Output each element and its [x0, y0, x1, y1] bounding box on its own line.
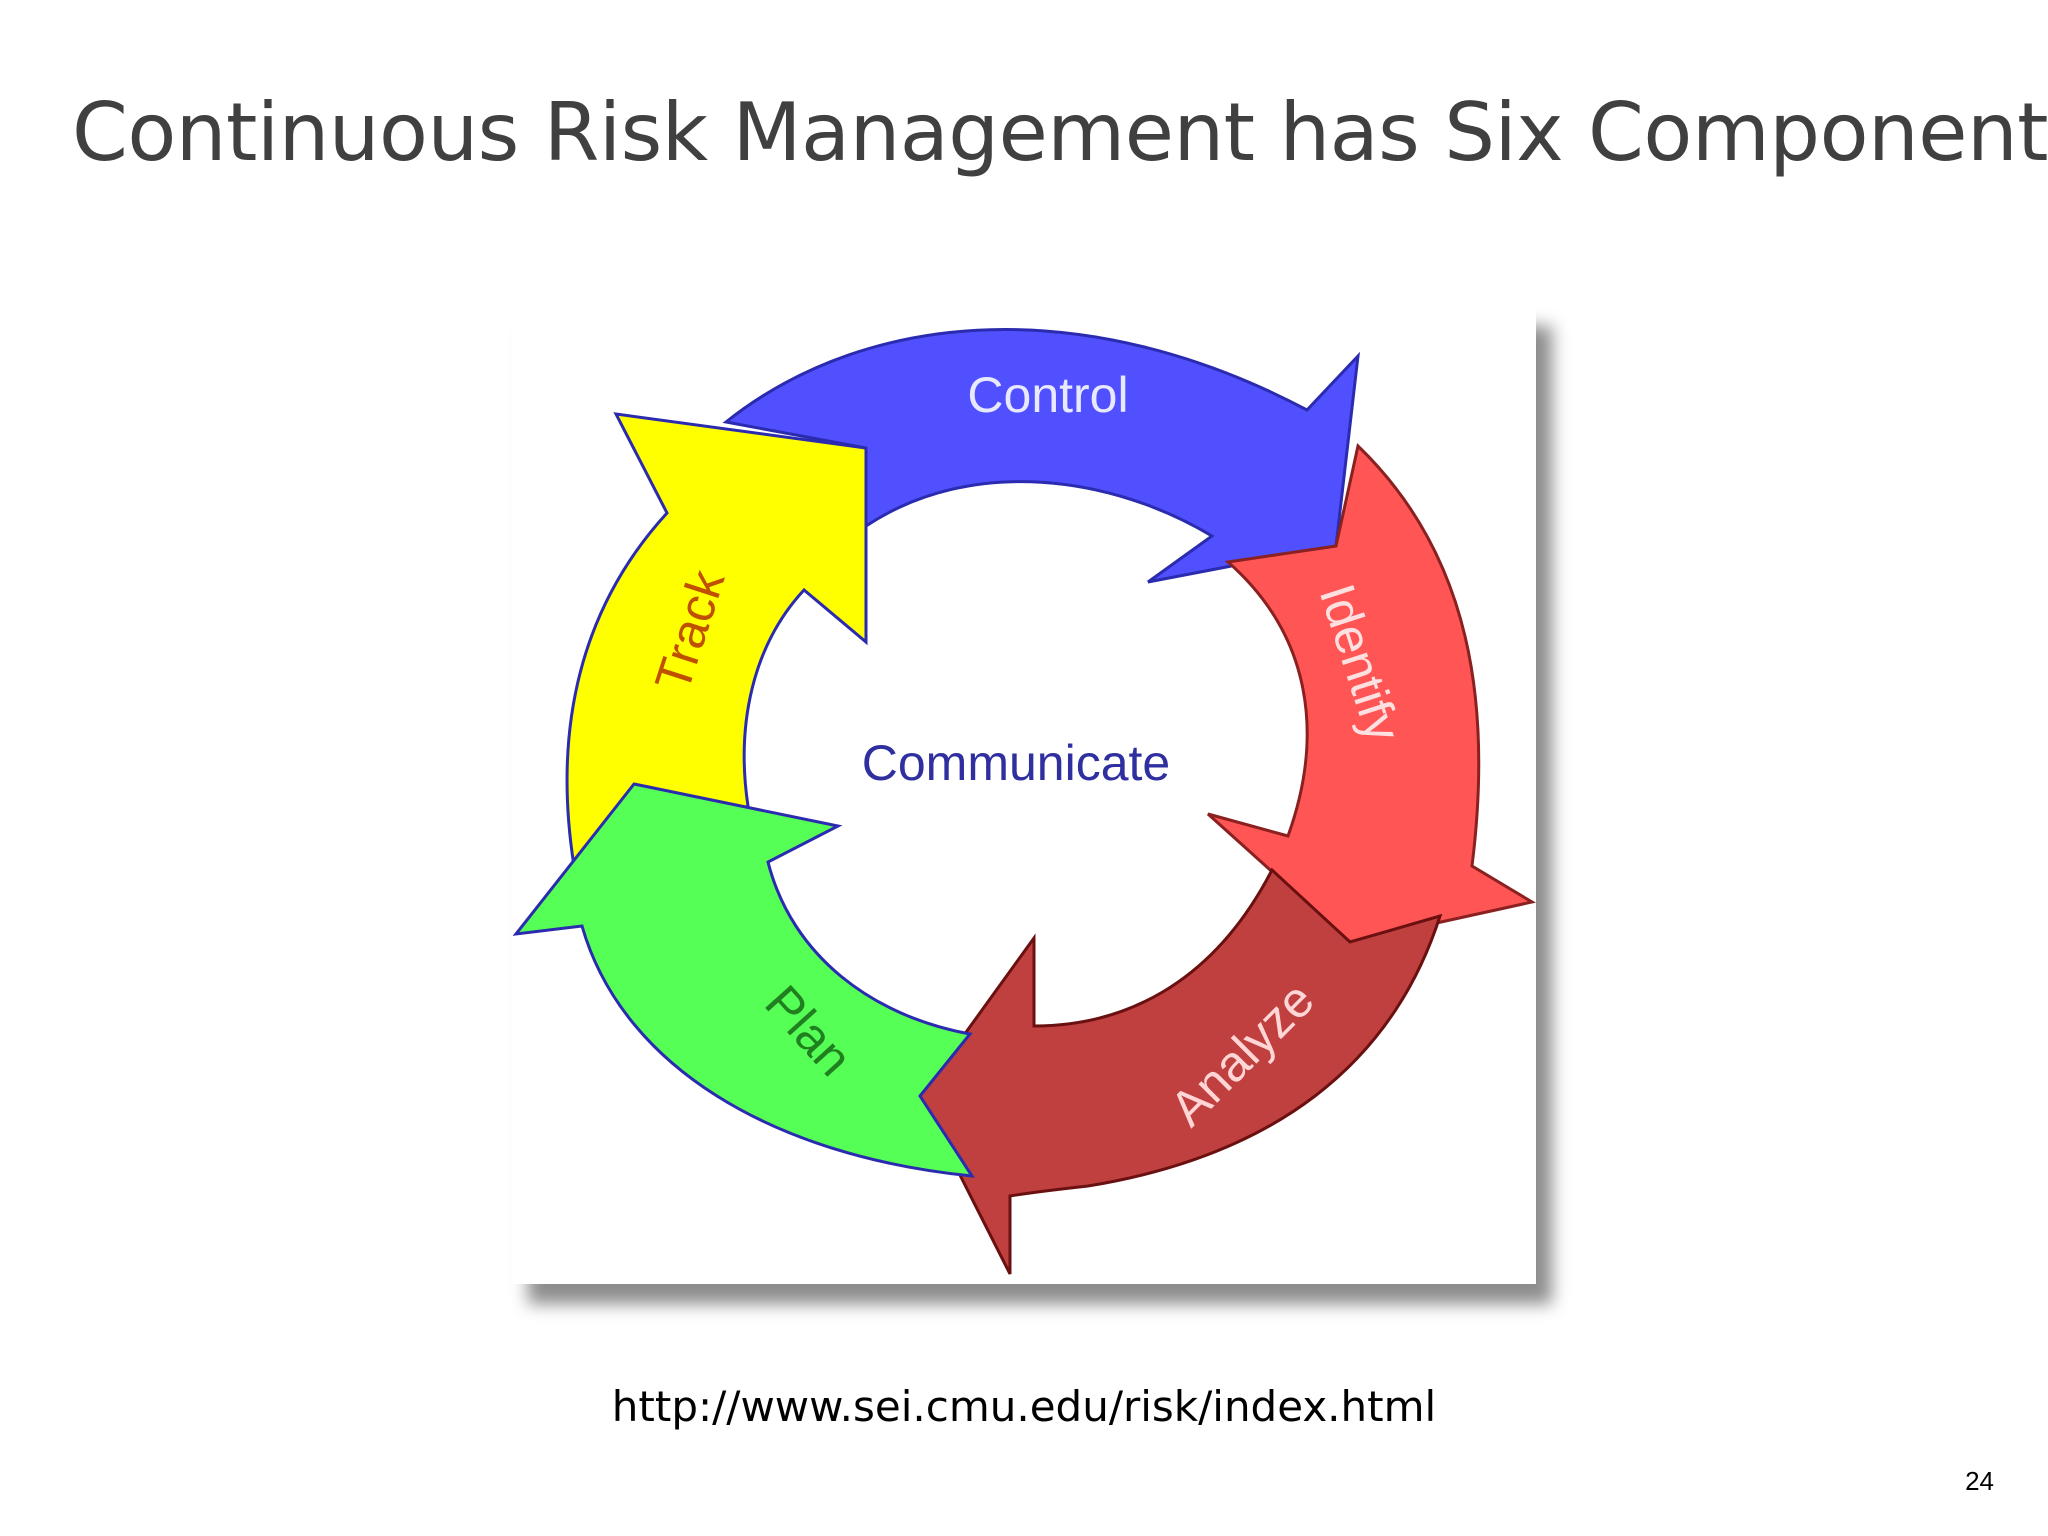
risk-cycle-svg: Control Identify Analyze Plan Track Comm… [512, 328, 1536, 1275]
control-label: Control [967, 367, 1128, 423]
source-url[interactable]: http://www.sei.cmu.edu/risk/index.html [611, 1382, 1437, 1431]
risk-cycle-diagram: Control Identify Analyze Plan Track Comm… [512, 306, 1536, 1284]
identify-segment [1206, 443, 1536, 944]
track-segment [565, 412, 868, 869]
plan-segment [512, 782, 975, 1178]
page-number: 24 [1965, 1466, 1994, 1496]
slide-title: Continuous Risk Management has Six Compo… [72, 86, 2048, 179]
communicate-label: Communicate [862, 735, 1170, 791]
analyze-segment [918, 867, 1443, 1275]
control-segment [722, 328, 1361, 584]
